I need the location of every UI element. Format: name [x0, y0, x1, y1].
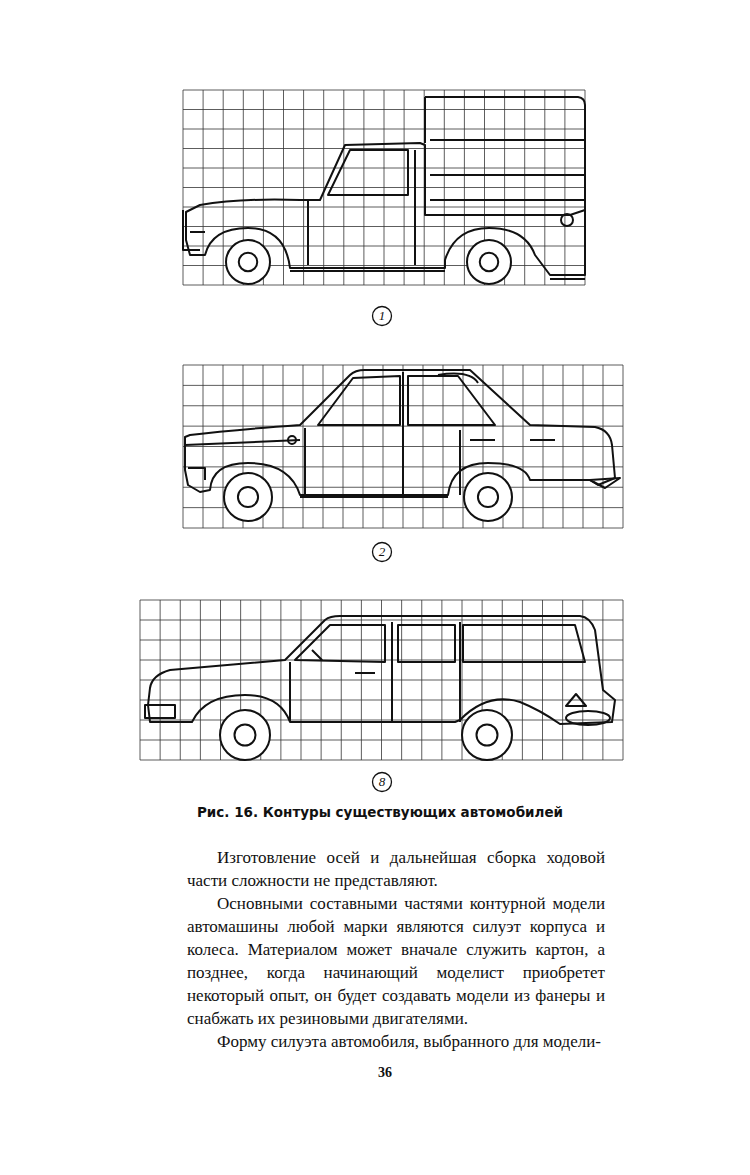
- grid-line: [140, 760, 623, 761]
- grid-line: [183, 226, 585, 227]
- grid-line: [183, 285, 585, 286]
- wheel-hub: [238, 487, 258, 507]
- pickup-body: [186, 143, 585, 275]
- figure-number-text: 2: [371, 541, 393, 563]
- wagon-bumper: [566, 711, 610, 725]
- wheel-hub: [235, 725, 256, 746]
- figure-number: 2: [371, 541, 393, 563]
- figure-number: 8: [371, 771, 393, 793]
- grid-line: [183, 90, 585, 91]
- grid-line: [140, 680, 623, 681]
- grid-line: [183, 207, 585, 208]
- wheel-hub: [478, 487, 498, 507]
- wheel-hub: [477, 725, 498, 746]
- body-paragraph: Форму силуэта автомобиля, выбранного для…: [187, 1030, 605, 1053]
- body-paragraph: Основными составными частями контурной м…: [187, 892, 605, 1030]
- grid-line: [140, 640, 623, 641]
- grid-line: [140, 660, 623, 661]
- pickup-lamp: [561, 214, 573, 226]
- figure-number-text: 8: [371, 771, 393, 793]
- grid-line: [140, 600, 623, 601]
- grid-line: [140, 620, 623, 621]
- text-column: Изготовление осей и дальнейшая сборка хо…: [187, 846, 605, 1053]
- grid-line: [140, 740, 623, 741]
- figure-caption: Рис. 16. Контуры существующих автомобиле…: [100, 804, 660, 820]
- grid-line: [183, 187, 585, 188]
- wheel: [226, 240, 270, 284]
- wheel: [467, 240, 511, 284]
- wheel-hub: [480, 253, 498, 271]
- figure-number-text: 1: [371, 305, 393, 327]
- grid-line: [183, 148, 585, 149]
- wheel: [220, 710, 270, 760]
- figure-number: 1: [371, 305, 393, 327]
- wheel: [462, 710, 512, 760]
- wheel-hub: [239, 253, 257, 271]
- wheel: [224, 473, 272, 521]
- grid-line: [140, 720, 623, 721]
- grid-line: [183, 109, 585, 110]
- pickup-canopy: [425, 97, 585, 210]
- grid-line: [183, 365, 623, 366]
- wheel: [464, 473, 512, 521]
- body-paragraph: Изготовление осей и дальнейшая сборка хо…: [187, 846, 605, 892]
- grid-line: [183, 168, 585, 169]
- grid-line: [183, 129, 585, 130]
- wagon-body: [148, 616, 615, 724]
- pickup-cab: [183, 150, 585, 279]
- sedan-lamp: [288, 436, 296, 444]
- wagon-windows: [145, 622, 586, 722]
- grid-line: [183, 528, 623, 529]
- page-number: 36: [340, 1065, 430, 1081]
